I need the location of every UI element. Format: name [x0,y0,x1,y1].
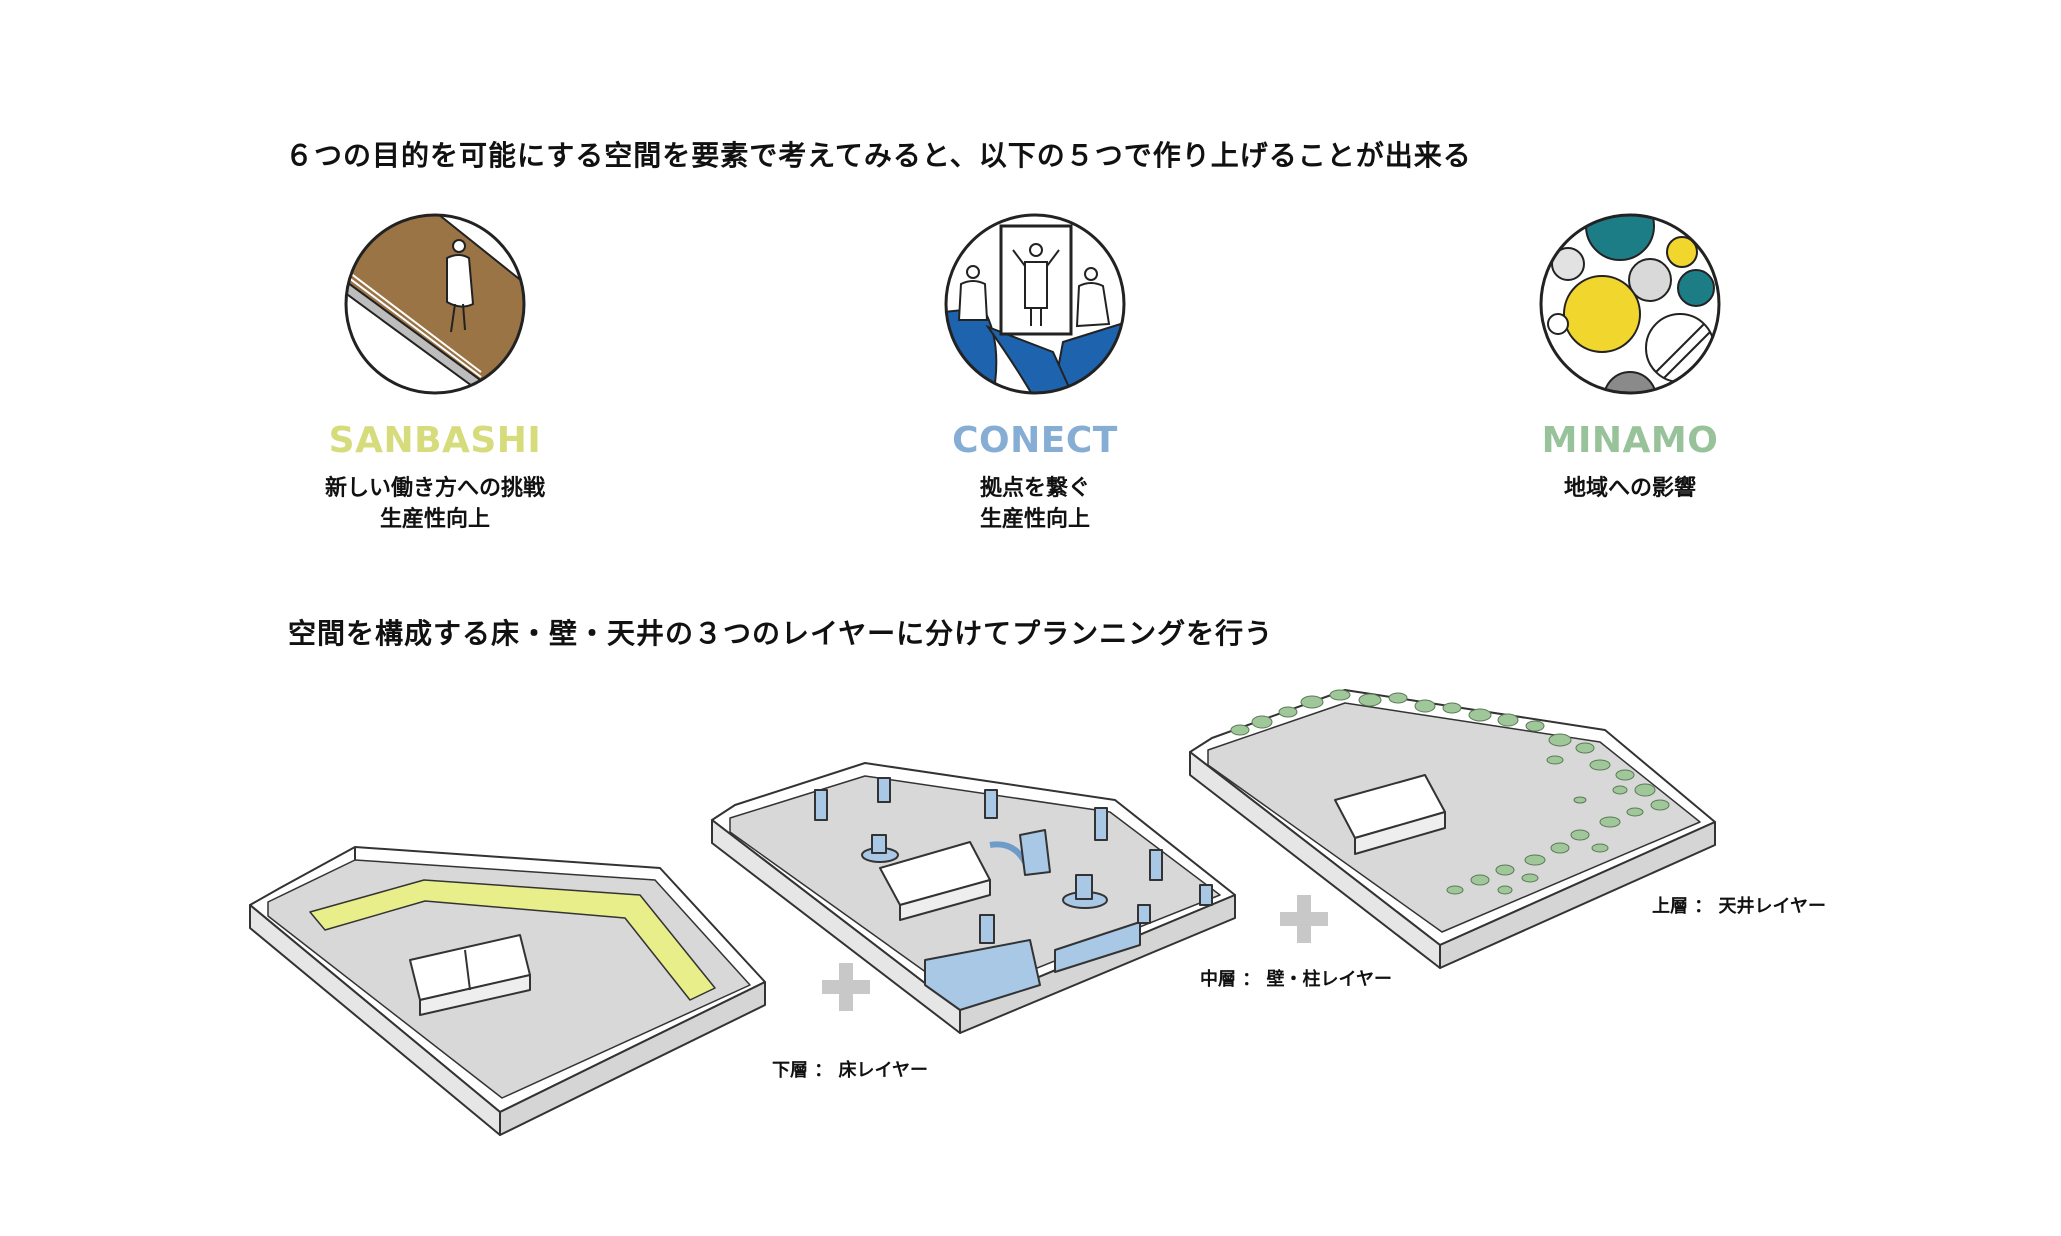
pillar-description-line: 拠点を繋ぐ [979,476,1090,501]
pillar-minamo: MINAMO 地域への影響 [1450,212,1810,504]
layers-heading: 空間を構成する床・壁・天井の３つのレイヤーに分けてプランニングを行う [288,617,1274,650]
pillar-description-line: 地域への影響 [1563,476,1696,501]
wall-layer-plan [711,762,1236,1034]
pillar-name: CONECT [952,420,1118,461]
pillar-description: 新しい働き方への挑戦 生産性向上 [255,473,615,535]
pillar-name: MINAMO [1541,420,1719,461]
pillar-description: 拠点を繋ぐ 生産性向上 [855,473,1215,535]
pillar-sanbashi: SANBASHI 新しい働き方への挑戦 生産性向上 [255,212,615,535]
pier-walker-icon [344,213,526,395]
pillar-conect: CONECT 拠点を繋ぐ 生産性向上 [855,212,1215,535]
wall-layer-label: 中層 ： 壁・柱レイヤー [1200,969,1392,990]
connected-people-icon [944,213,1126,395]
ceiling-greenery [1230,689,1670,895]
pillar-description-line: 生産性向上 [979,507,1090,532]
pillar-name: SANBASHI [328,420,542,461]
pillar-description-line: 新しい働き方への挑戦 [324,476,545,501]
ceiling-layer-label: 上層 ： 天井レイヤー [1652,896,1826,917]
pillar-description-line: 生産性向上 [379,507,490,532]
purpose-heading: ６つの目的を可能にする空間を要素で考えてみると、以下の５つで作り上げることが出来… [285,139,1472,172]
ripple-circles-icon [1539,213,1721,395]
plus-icon [822,963,870,1011]
plus-icon [1280,895,1328,943]
ceiling-layer-plan [1189,689,1716,969]
pillar-description: 地域への影響 [1450,473,1810,504]
floor-layer-label: 下層 ： 床レイヤー [772,1060,928,1081]
floor-layer-plan [249,846,766,1136]
